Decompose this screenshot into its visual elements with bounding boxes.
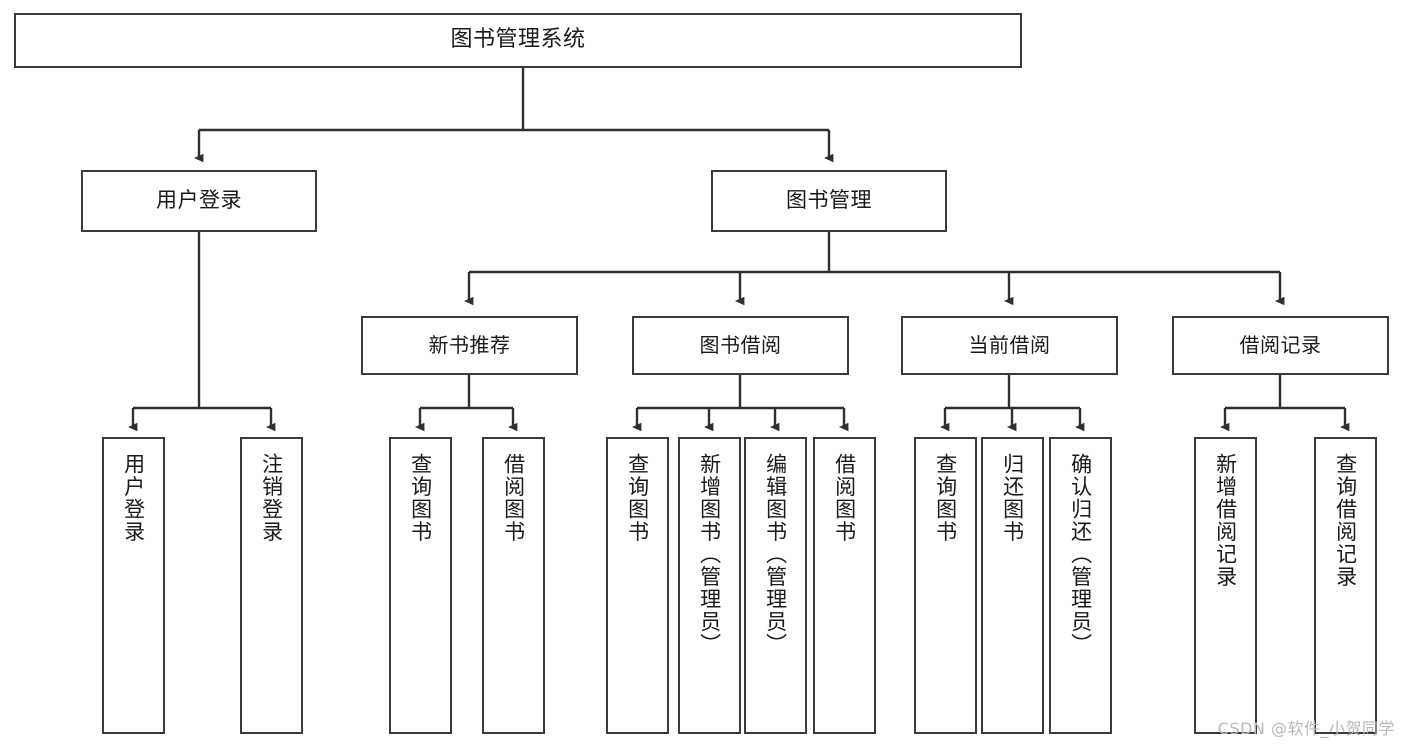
csdn-watermark: CSDN @软件_小贺同学 (1217, 719, 1395, 738)
leaf-new-book-query-book[interactable]: 查询图书 (389, 437, 452, 734)
node-label: 借阅图书 (832, 453, 857, 543)
node-label: 注销登录 (259, 453, 284, 543)
node-label: 归还图书 (1000, 453, 1025, 543)
node-label: 确认归还（管理员） (1068, 453, 1093, 656)
leaf-book-borrow-edit-book-admin[interactable]: 编辑图书（管理员） (744, 437, 807, 734)
node-root-book-management-system[interactable]: 图书管理系统 (14, 13, 1022, 68)
node-label: 用户登录 (156, 188, 242, 213)
node-label: 当前借阅 (968, 333, 1051, 358)
leaf-book-borrow-query-book[interactable]: 查询图书 (606, 437, 669, 734)
node-label: 查询借阅记录 (1333, 453, 1358, 588)
leaf-book-borrow-add-book-admin[interactable]: 新增图书（管理员） (678, 437, 741, 734)
node-label: 查询图书 (408, 453, 433, 543)
node-label: 借阅图书 (501, 453, 526, 543)
leaf-user-login-login[interactable]: 用户登录 (102, 437, 165, 734)
node-label: 用户登录 (121, 453, 146, 543)
leaf-user-login-logout[interactable]: 注销登录 (240, 437, 303, 734)
node-current-borrow[interactable]: 当前借阅 (901, 316, 1118, 375)
node-book-borrow[interactable]: 图书借阅 (632, 316, 849, 375)
node-label: 借阅记录 (1239, 333, 1322, 358)
node-user-login[interactable]: 用户登录 (81, 170, 317, 232)
node-label: 新增图书（管理员） (697, 453, 722, 656)
leaf-book-borrow-borrow-book[interactable]: 借阅图书 (813, 437, 876, 734)
node-label: 图书借阅 (699, 333, 782, 358)
leaf-current-borrow-confirm-return-admin[interactable]: 确认归还（管理员） (1049, 437, 1112, 734)
node-new-book-recommend[interactable]: 新书推荐 (361, 316, 578, 375)
node-label: 图书管理系统 (450, 27, 586, 53)
leaf-new-book-borrow-book[interactable]: 借阅图书 (482, 437, 545, 734)
node-borrow-record[interactable]: 借阅记录 (1172, 316, 1389, 375)
node-label: 图书管理 (786, 188, 872, 213)
leaf-borrow-record-add-record[interactable]: 新增借阅记录 (1194, 437, 1257, 734)
node-label: 查询图书 (933, 453, 958, 543)
node-label: 新书推荐 (428, 333, 511, 358)
leaf-current-borrow-return-book[interactable]: 归还图书 (981, 437, 1044, 734)
node-label: 新增借阅记录 (1213, 453, 1238, 588)
leaf-current-borrow-query-book[interactable]: 查询图书 (914, 437, 977, 734)
node-book-management[interactable]: 图书管理 (711, 170, 947, 232)
node-label: 查询图书 (625, 453, 650, 543)
node-label: 编辑图书（管理员） (763, 453, 788, 656)
leaf-borrow-record-query-record[interactable]: 查询借阅记录 (1314, 437, 1377, 734)
